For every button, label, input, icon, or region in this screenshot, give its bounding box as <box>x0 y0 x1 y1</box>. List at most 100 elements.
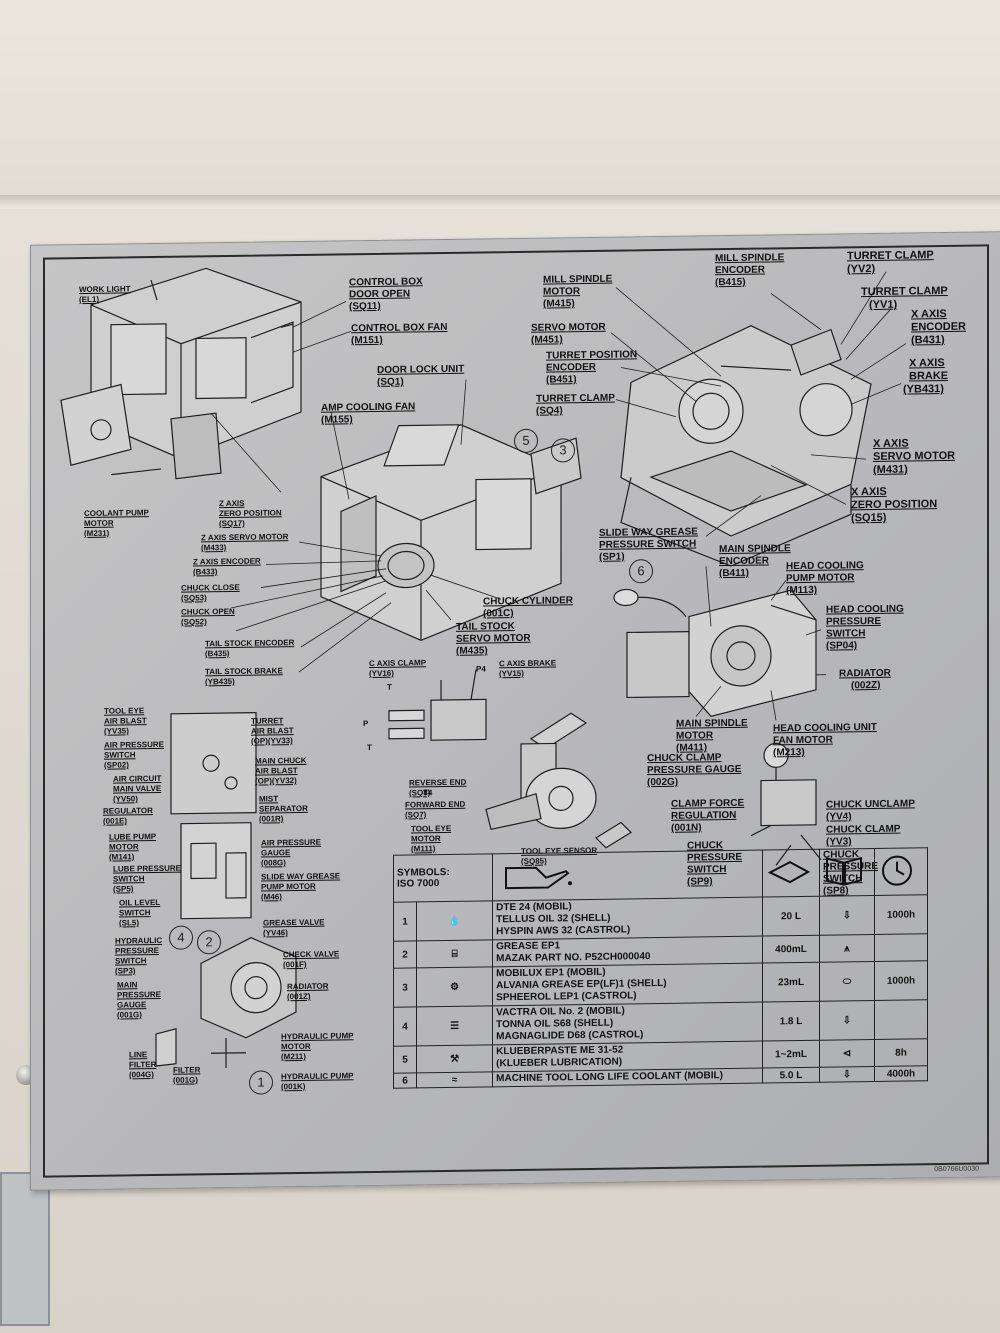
z-axis-zero-code: (SQ17) <box>219 518 245 529</box>
c-axis-brake-code: (YV15) <box>499 668 524 679</box>
amp-cooling-fan-label: AMP COOLING FAN <box>321 401 416 414</box>
hyd-pressure-switch-code: (SP3) <box>115 966 136 976</box>
z-axis-encoder-code: (B433) <box>193 567 218 577</box>
door-lock-unit-code: (SQ1) <box>377 376 404 388</box>
clock-icon <box>882 855 912 886</box>
table-header-row: SYMBOLS: ISO 7000 <box>393 847 928 903</box>
chuck-valve-drawing <box>750 742 822 866</box>
filter-label: FILTER <box>173 1065 201 1075</box>
x-axis-servo-label: X AXIS <box>873 437 909 451</box>
control-box-fan-label: CONTROL BOX FAN <box>351 321 448 335</box>
chuck-clamp-gauge-label-2: PRESSURE GAUGE <box>647 763 742 777</box>
work-light-code: (EL1) <box>79 294 99 305</box>
coolant-pump-code: (M231) <box>84 528 110 539</box>
main-spindle-motor-label: MAIN SPINDLE <box>676 717 748 730</box>
c-axis-valve-drawing <box>388 669 487 741</box>
tail-stock-servo-code: (M435) <box>456 645 488 657</box>
coolant-pump-label: COOLANT PUMP <box>84 508 149 519</box>
paste-icon: ⚒ <box>450 1053 460 1065</box>
chuck-open-label: CHUCK OPEN <box>181 606 235 617</box>
row-number: 1 <box>393 901 417 942</box>
main-spindle-motor-label-2: MOTOR <box>676 730 714 742</box>
air-pressure-gauge-label: AIR PRESSURE <box>261 837 322 848</box>
head-cooling-pump-label-2: PUMP MOTOR <box>786 572 855 585</box>
mill-spindle-encoder-label: MILL SPINDLE <box>715 252 785 265</box>
main-chuck-air-label: MAIN CHUCK <box>255 755 307 766</box>
row-lubricant: MOBILUX EP1 (MOBIL) ALVANIA GREASE EP(LF… <box>492 963 763 1006</box>
tail-stock-encoder-code: (B435) <box>205 649 230 659</box>
mist-separator-code: (001R) <box>259 814 284 824</box>
row-quantity: 23mL <box>762 962 820 1003</box>
reverse-end-code: (SQ8) <box>409 788 431 798</box>
z-axis-zero-label-2: ZERO POSITION <box>219 508 282 519</box>
row-symbol: ⚙ <box>416 966 493 1007</box>
port-p-label: P <box>363 719 369 729</box>
x-axis-zero-code: (SQ15) <box>851 511 887 525</box>
head-cooling-fan-label: HEAD COOLING UNIT <box>773 721 877 735</box>
head-cooling-pressure-code: (SP04) <box>826 640 858 652</box>
chuck-close-label: CHUCK CLOSE <box>181 582 240 593</box>
fill-level-icon <box>767 860 811 883</box>
amp-cooling-fan-code: (M155) <box>321 414 353 426</box>
grease-cartridge-icon: ⬭ <box>842 975 852 987</box>
slide-way-grease-label-2: PRESSURE SWITCH <box>599 538 697 551</box>
warning-sticker <box>0 1172 50 1326</box>
chuck-cylinder-code: (001C) <box>483 608 514 620</box>
main-spindle-encoder-label: MAIN SPINDLE <box>719 543 791 556</box>
x-axis-encoder-label-2: ENCODER <box>911 320 967 334</box>
coolant-pump-label-2: MOTOR <box>84 518 114 529</box>
fill-arrow-icon: ⇩ <box>842 1068 852 1080</box>
mill-spindle-motor-label-2: MOTOR <box>543 286 581 298</box>
machine-drawings <box>60 267 907 1069</box>
x-axis-zero-label-2: ZERO POSITION <box>851 498 938 512</box>
manual-book-icon <box>826 856 862 886</box>
work-light-label: WORK LIGHT <box>79 284 131 295</box>
row-quantity: 400mL <box>762 935 820 964</box>
turret-clamp-yv2-code: (YV2) <box>847 262 876 276</box>
row-symbol: ≈ <box>416 1071 493 1088</box>
row-method: ⇩ <box>819 1000 875 1041</box>
turret-position-encoder-label: TURRET POSITION <box>546 349 638 362</box>
row-lubricant: KLUEBERPASTE ME 31-52 (KLUEBER LUBRICATI… <box>492 1041 763 1072</box>
air-circuit-valve-label-2: MAIN VALVE <box>113 783 162 794</box>
filter-code: (001G) <box>173 1075 198 1085</box>
tool-eye-motor-label-2: MOTOR <box>411 834 441 844</box>
lubricant-table: SYMBOLS: ISO 7000 1 💧 DTE 24 (MOBIL) TEL… <box>393 847 928 1089</box>
x-axis-encoder-label: X AXIS <box>911 307 947 321</box>
slide-way-grease-code: (SP1) <box>599 551 625 563</box>
port-p4-label: P4 <box>476 664 486 674</box>
brush-icon: ⊲ <box>842 1047 852 1059</box>
oil-level-label: OIL LEVEL <box>119 897 161 908</box>
fill-arrow-icon: ⇩ <box>842 1014 852 1026</box>
row-interval: 4000h <box>874 1065 928 1082</box>
turret-drawing <box>620 325 872 567</box>
mill-spindle-encoder-label-2: ENCODER <box>715 264 766 277</box>
row-lubricant: GREASE EP1 MAZAK PART NO. P52CH000040 <box>492 936 763 967</box>
head-cooling-pressure-label: HEAD COOLING <box>826 603 904 616</box>
row-method: ⊲ <box>819 1039 875 1068</box>
slide-way-pump-label-2: PUMP MOTOR <box>261 881 316 892</box>
grease-valve-label: GREASE VALVE <box>263 917 325 928</box>
turret-position-encoder-code: (B451) <box>546 374 577 386</box>
chuck-unclamp-label: CHUCK UNCLAMP <box>826 798 915 811</box>
oil-level-code: (SL5) <box>119 918 139 928</box>
grease-nipple-icon: ⩚ <box>844 942 850 954</box>
row-interval: 1000h <box>874 960 928 1001</box>
tool-eye-air-label-2: AIR BLAST <box>104 716 147 726</box>
turret-air-label: TURRET <box>251 716 284 726</box>
row-lubricant: DTE 24 (MOBIL) TELLUS OIL 32 (SHELL) HYS… <box>492 897 763 940</box>
lube-pressure-label-2: SWITCH <box>113 874 145 884</box>
machine-overview-drawing <box>60 267 302 480</box>
head-cooling-pressure-label-3: SWITCH <box>826 628 866 640</box>
lube-pump-label-2: MOTOR <box>109 842 139 852</box>
radiator-hyd-code: (001Z) <box>287 991 311 1002</box>
row-method: ⇩ <box>819 895 875 936</box>
mist-separator-label-2: SEPARATOR <box>259 803 308 814</box>
z-axis-servo-label: Z AXIS SERVO MOTOR <box>201 532 289 543</box>
lube-pressure-code: (SP5) <box>113 884 134 894</box>
oil-can-header <box>492 850 763 901</box>
hyd-pump-motor-code: (M211) <box>281 1051 306 1062</box>
radiator-code: (002Z) <box>851 679 881 692</box>
chuck-open-code: (SQ52) <box>181 617 207 627</box>
row-quantity: 20 L <box>762 896 820 937</box>
